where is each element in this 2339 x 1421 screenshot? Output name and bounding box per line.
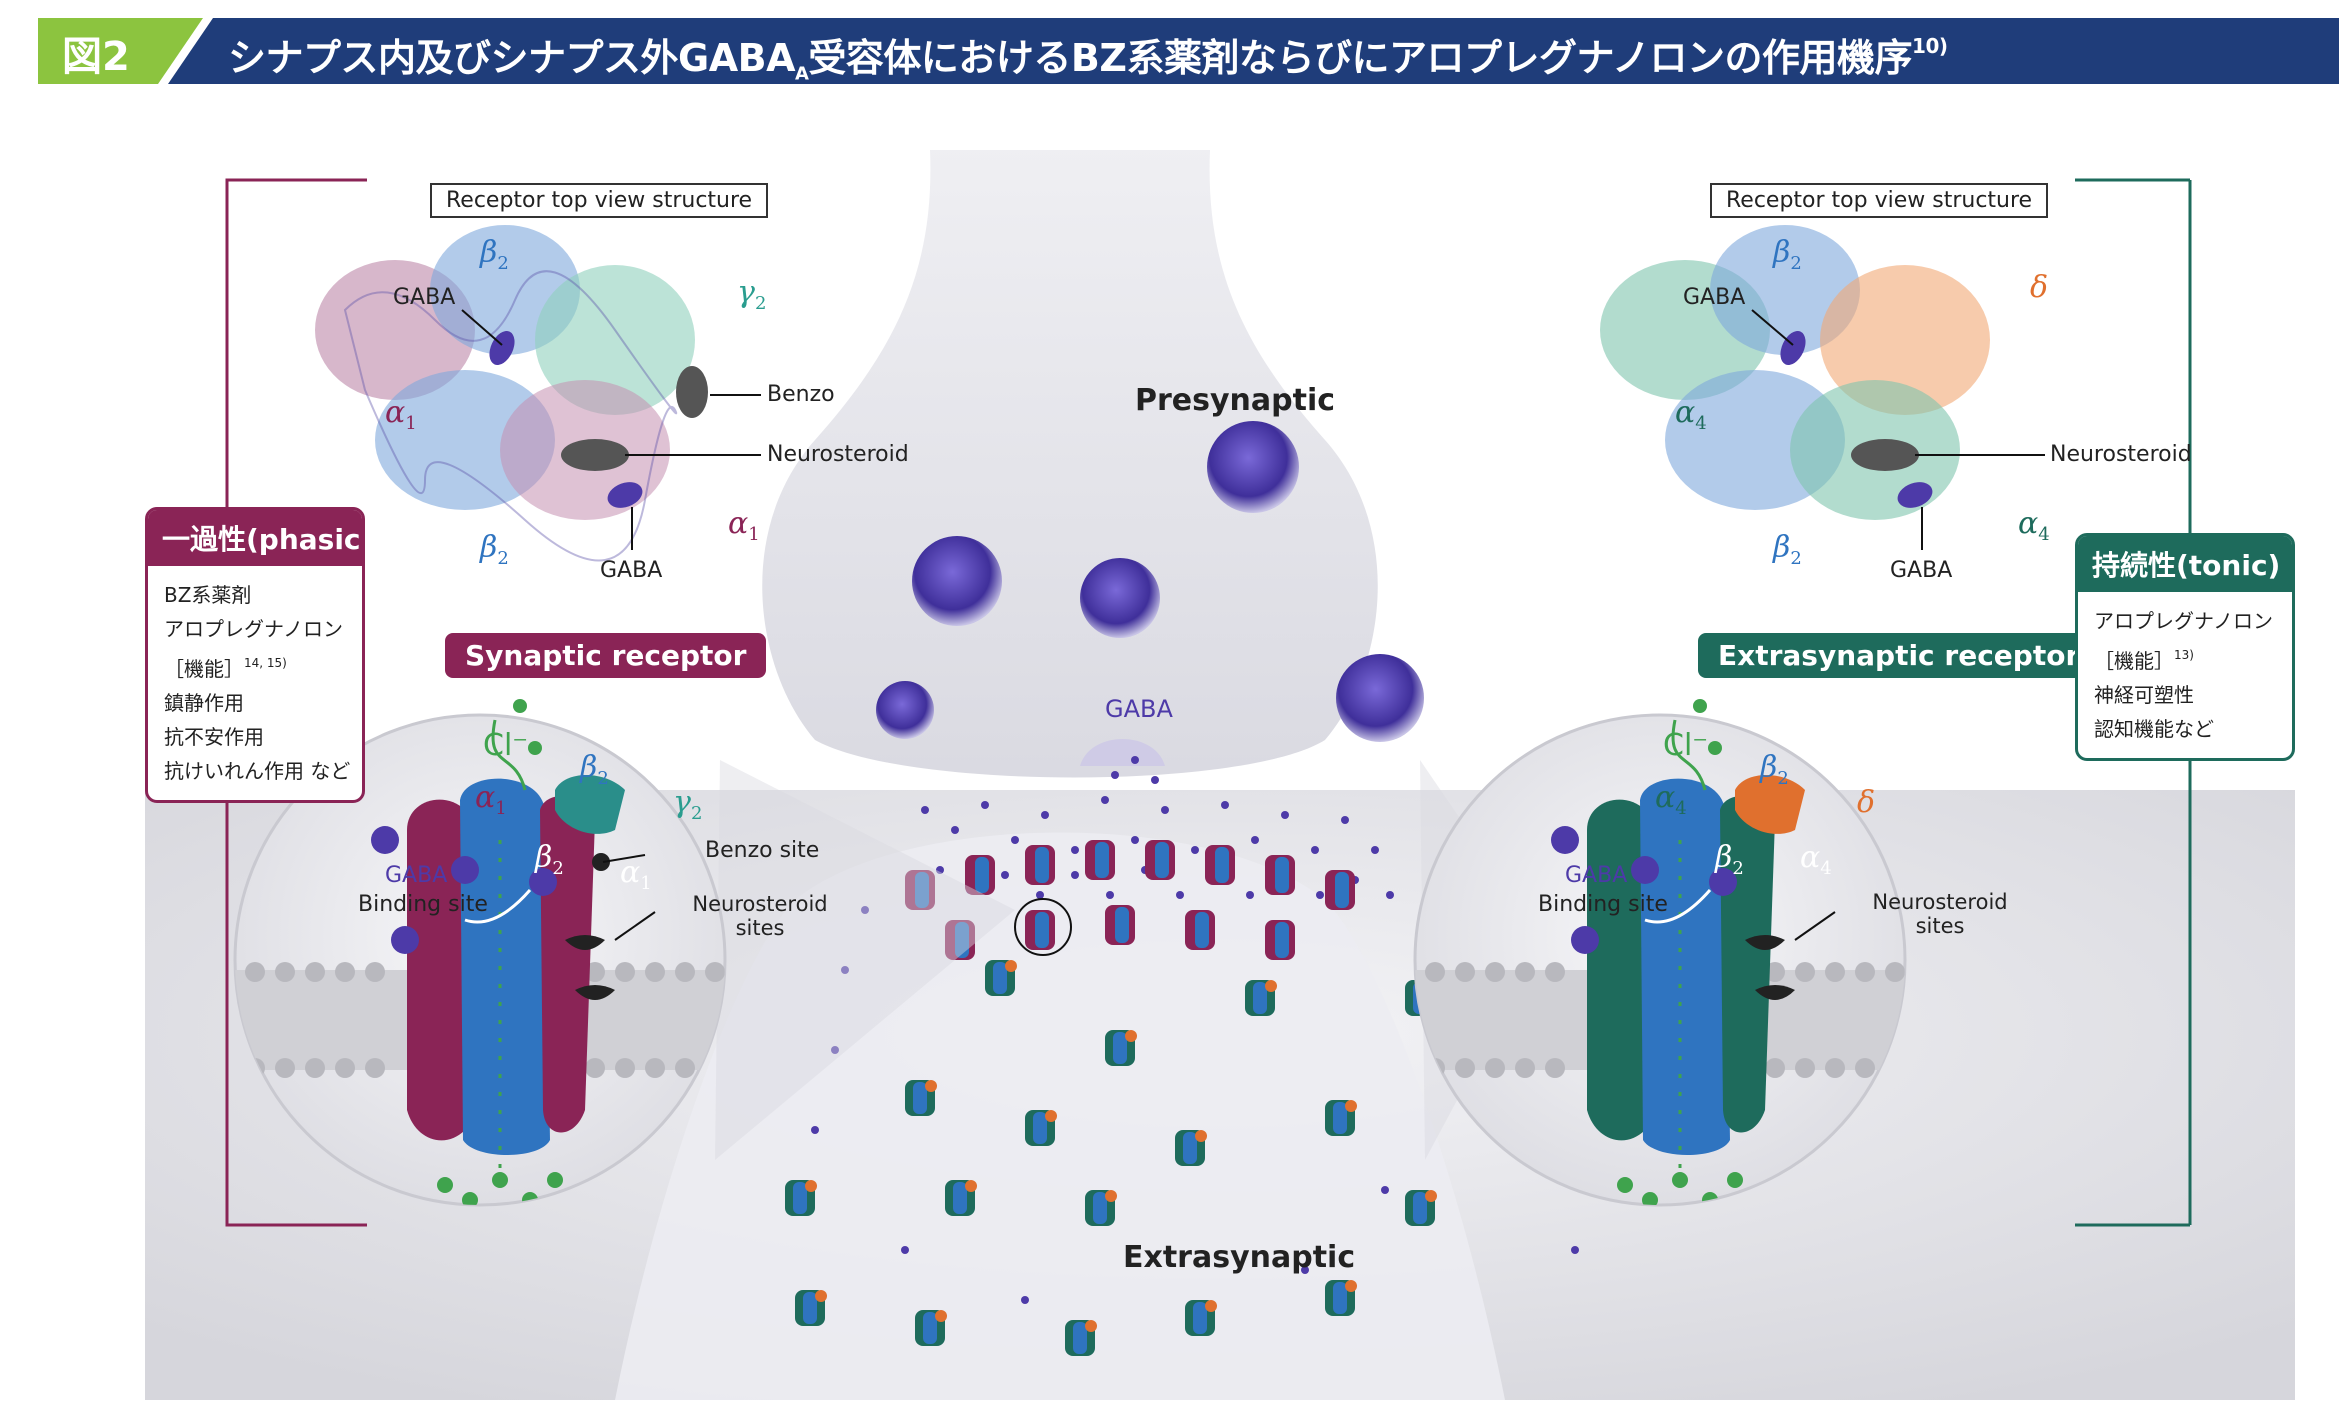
right-closeup-beta2-inner: β2 xyxy=(1715,840,1744,879)
left-cl-label: Cl⁻ xyxy=(483,728,528,763)
synaptic-receptor-top-view xyxy=(315,225,708,561)
left-closeup-benzo-site: Benzo site xyxy=(705,838,819,863)
figure-title: シナプス内及びシナプス外GABAA受容体におけるBZ系薬剤ならびにアロプレグナノ… xyxy=(228,27,1948,85)
phasic-func: 抗不安作用 xyxy=(164,720,346,754)
left-closeup-alpha1-inner: α1 xyxy=(620,855,652,894)
right-top-beta2-label: β2 xyxy=(1773,235,1802,274)
tonic-title: 持続性(tonic) xyxy=(2078,536,2292,592)
tonic-func: 神経可塑性 xyxy=(2094,678,2276,712)
right-closeup-alpha4-inner: α4 xyxy=(1800,840,1832,879)
left-closeup-beta2-inner: β2 xyxy=(535,840,564,879)
left-closeup-beta2-top: β2 xyxy=(580,750,609,789)
right-top-delta-label: δ xyxy=(2030,270,2048,305)
extrasynaptic-label: Extrasynaptic xyxy=(1123,1240,1355,1275)
tonic-func-label: ［機能］13) xyxy=(2094,638,2276,678)
right-closeup-alpha4-outer: α4 xyxy=(1655,780,1687,819)
right-closeup-gaba: GABA xyxy=(1565,863,1627,888)
right-top-view-label: Receptor top view structure xyxy=(1710,183,2048,218)
left-top-alpha1-label: α1 xyxy=(385,395,417,434)
left-closeup-gamma2: γ2 xyxy=(673,785,702,824)
right-gaba-bottom-label: GABA xyxy=(1890,558,1952,583)
left-gaba-top-label: GABA xyxy=(393,285,455,310)
left-top-gamma2-label: γ2 xyxy=(737,275,766,314)
right-cl-label: Cl⁻ xyxy=(1663,728,1708,763)
left-closeup-gaba: GABA xyxy=(385,863,447,888)
right-top-alpha4-right-label: α4 xyxy=(2018,506,2050,545)
right-top-alpha4-label: α4 xyxy=(1675,395,1707,434)
phasic-func: 抗けいれん作用 など xyxy=(164,754,346,788)
extrasynaptic-receptor-pill: Extrasynaptic receptor xyxy=(1698,633,2099,678)
left-gaba-bottom-label: GABA xyxy=(600,558,662,583)
synaptic-receptor-pill: Synaptic receptor xyxy=(445,633,766,678)
left-closeup-alpha1-outer: α1 xyxy=(475,780,507,819)
right-closeup-binding-site: Binding site xyxy=(1538,892,1668,917)
right-top-beta2-bottom-label: β2 xyxy=(1773,530,1802,569)
figure-number: 図2 xyxy=(62,24,130,82)
diagram-artwork xyxy=(145,150,2295,1400)
left-closeup-binding-site: Binding site xyxy=(358,892,488,917)
phasic-func: 鎮静作用 xyxy=(164,686,346,720)
left-top-alpha1-right-label: α1 xyxy=(728,506,760,545)
phasic-item: BZ系薬剤 xyxy=(164,578,346,612)
right-closeup-beta2-top: β2 xyxy=(1760,750,1789,789)
tonic-list: アロプレグナノロン ［機能］13) 神経可塑性 認知機能など xyxy=(2078,592,2292,758)
tonic-item: アロプレグナノロン xyxy=(2094,604,2276,638)
center-gaba-label: GABA xyxy=(1105,695,1173,723)
left-top-beta2-label: β2 xyxy=(480,235,509,274)
right-neurosteroid-label: Neurosteroid xyxy=(2050,442,2192,467)
phasic-func-label: ［機能］14, 15) xyxy=(164,646,346,686)
tonic-func: 認知機能など xyxy=(2094,712,2276,746)
left-top-view-label: Receptor top view structure xyxy=(430,183,768,218)
phasic-title: 一過性(phasic) xyxy=(148,510,362,566)
right-closeup-delta: δ xyxy=(1857,785,1875,820)
figure-header: 図2 シナプス内及びシナプス外GABAA受容体におけるBZ系薬剤ならびにアロプレ… xyxy=(38,18,2339,84)
phasic-list: BZ系薬剤 アロプレグナノロン ［機能］14, 15) 鎮静作用 抗不安作用 抗… xyxy=(148,566,362,800)
presynaptic-label: Presynaptic xyxy=(1135,383,1335,418)
phasic-item: アロプレグナノロン xyxy=(164,612,346,646)
left-benzo-label: Benzo xyxy=(767,382,835,407)
gaba-receptor-diagram: Receptor top view structure β2 γ2 α1 α1 … xyxy=(145,150,2295,1400)
right-gaba-top-label: GABA xyxy=(1683,285,1745,310)
tonic-info-box: 持続性(tonic) アロプレグナノロン ［機能］13) 神経可塑性 認知機能な… xyxy=(2075,533,2295,761)
left-neurosteroid-label: Neurosteroid xyxy=(767,442,909,467)
phasic-info-box: 一過性(phasic) BZ系薬剤 アロプレグナノロン ［機能］14, 15) … xyxy=(145,507,365,803)
left-top-beta2-bottom-label: β2 xyxy=(480,530,509,569)
